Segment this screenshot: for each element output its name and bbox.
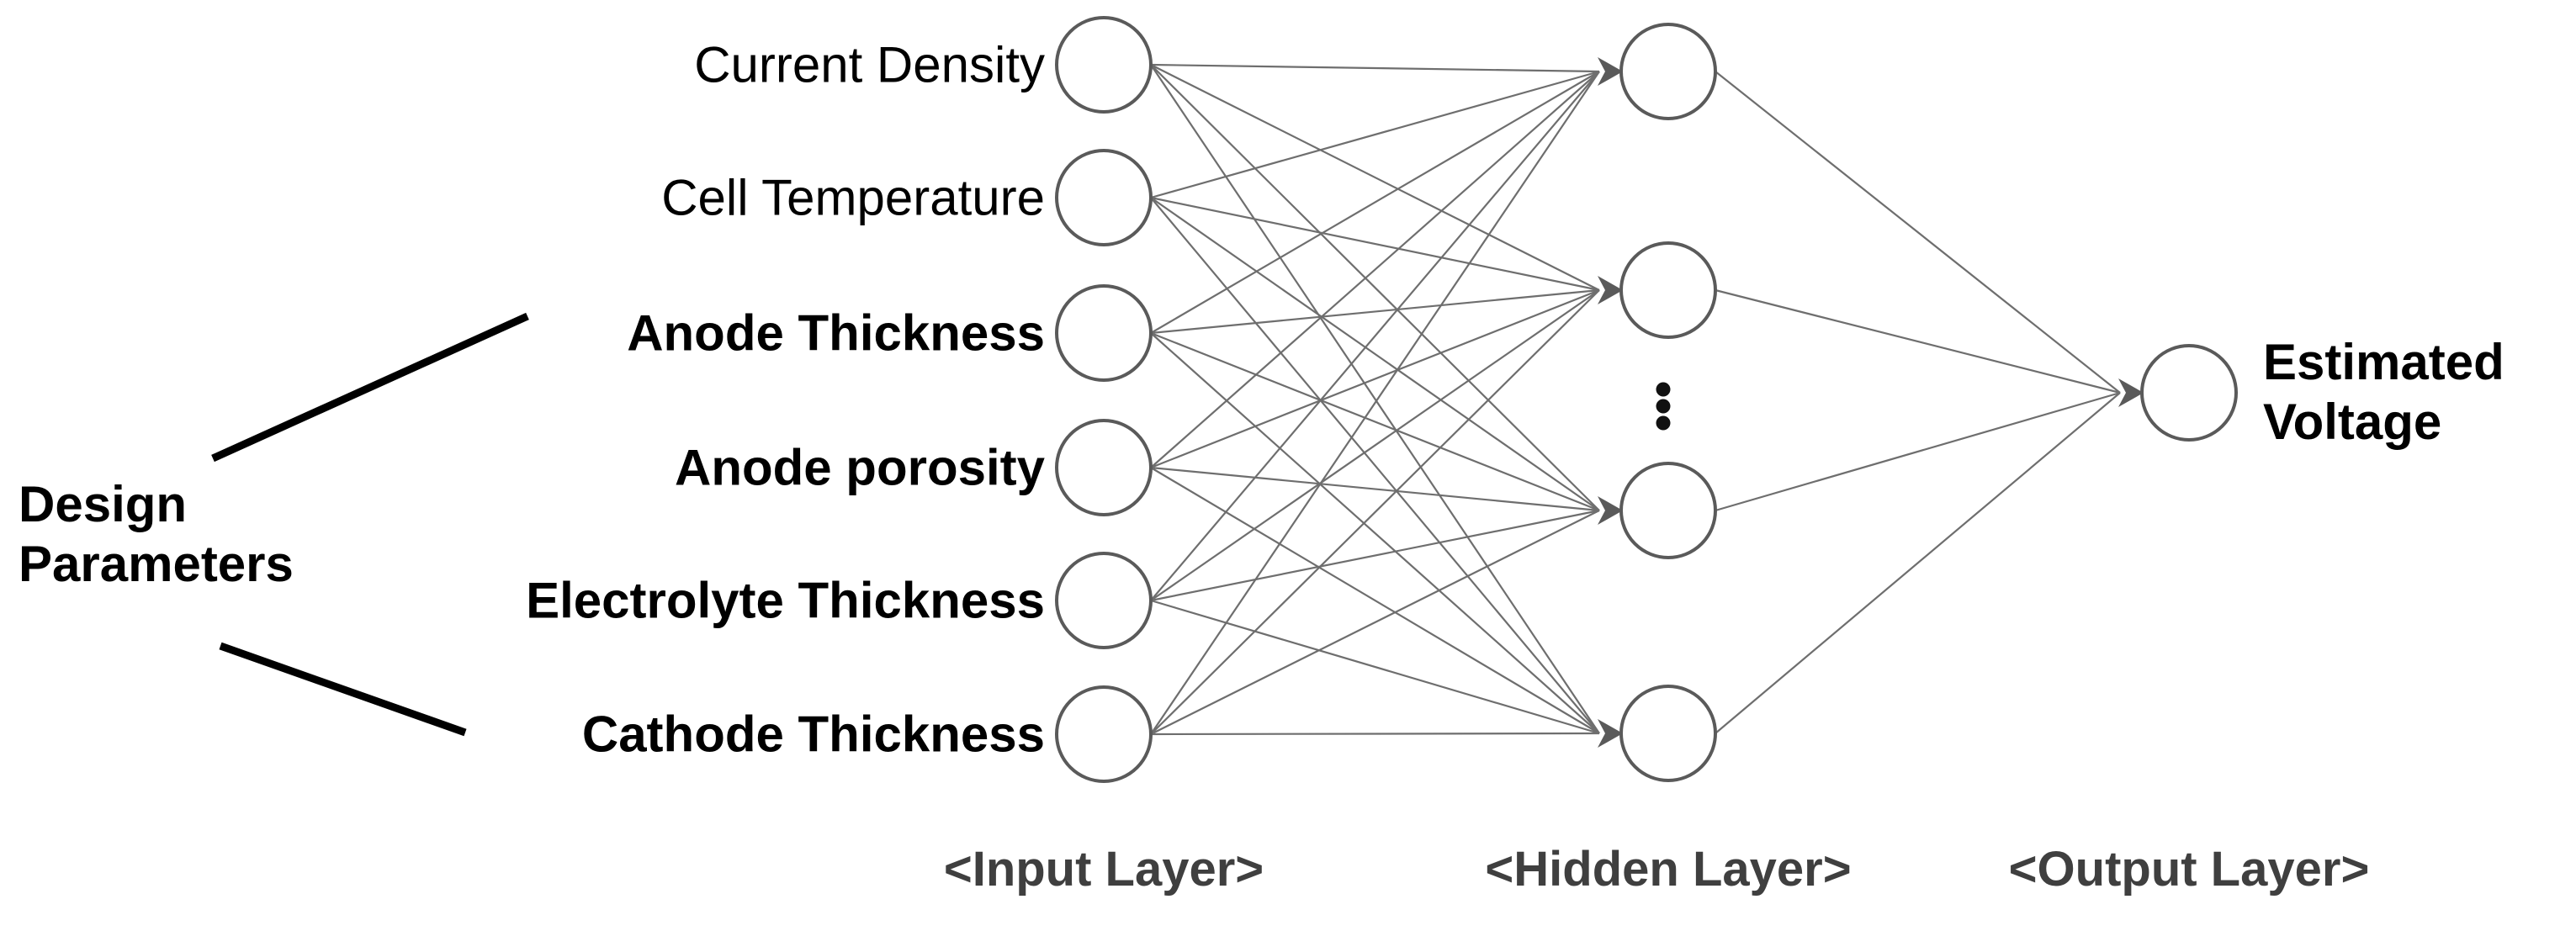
output-layer-nodes [2140, 344, 2238, 442]
design-parameters-leader-lines [211, 312, 529, 737]
input-layer-nodes [1055, 16, 1153, 783]
edge-input-5-hidden-0 [1150, 71, 1600, 735]
ellipsis-dot-1 [1656, 399, 1671, 414]
edge-arrowhead-icon [1598, 276, 1623, 304]
edge-input-3-hidden-1 [1150, 288, 1600, 469]
input-label-1: Cell Temperature [661, 169, 1045, 226]
leader-line-lower [219, 642, 467, 737]
edge-input-0-hidden-0 [1150, 63, 1600, 73]
edge-input-2-hidden-2 [1150, 331, 1600, 512]
edges-hidden-to-output [1715, 71, 2121, 734]
edge-input-4-hidden-2 [1150, 509, 1600, 602]
edge-input-1-hidden-2 [1150, 197, 1600, 511]
edge-input-0-hidden-3 [1150, 64, 1600, 734]
hidden-node-0 [1619, 23, 1717, 120]
design-parameters-line1: Design [19, 476, 188, 532]
edge-input-2-hidden-1 [1150, 288, 1600, 335]
output-node-0 [2140, 344, 2238, 442]
edge-arrowhead-icon [1598, 57, 1623, 86]
estimated-voltage-line1: Estimated [2263, 334, 2504, 391]
edge-input-2-hidden-0 [1150, 71, 1600, 334]
edge-hidden-3-output-0 [1715, 392, 2121, 734]
edge-input-3-hidden-3 [1150, 467, 1600, 734]
input-node-4 [1055, 552, 1153, 649]
estimated-voltage-line2: Voltage [2263, 394, 2442, 450]
caption-hidden-layer: <Hidden Layer> [1485, 842, 1852, 897]
input-label-5: Cathode Thickness [581, 706, 1045, 763]
input-label-3: Anode porosity [674, 439, 1045, 496]
estimated-voltage-label: Estimated Voltage [2263, 333, 2504, 452]
input-label-0: Current Density [694, 36, 1045, 93]
output-node-arrowheads [2118, 378, 2144, 407]
edge-arrowhead-icon [2118, 378, 2144, 407]
input-node-1 [1055, 149, 1153, 246]
edge-input-4-hidden-1 [1150, 289, 1600, 601]
edge-hidden-2-output-0 [1715, 391, 2121, 512]
ellipsis-dot-2 [1656, 415, 1671, 431]
hidden-node-2 [1619, 462, 1717, 559]
input-node-3 [1055, 419, 1153, 516]
hidden-layer-ellipsis-icon [1656, 382, 1671, 431]
edge-arrowhead-icon [1598, 719, 1623, 748]
hidden-layer-nodes [1619, 23, 1717, 782]
edge-input-4-hidden-0 [1150, 71, 1600, 601]
edge-input-2-hidden-3 [1150, 332, 1600, 734]
caption-input-layer: <Input Layer> [943, 842, 1264, 897]
edge-input-1-hidden-1 [1150, 196, 1600, 292]
edge-hidden-1-output-0 [1715, 288, 2121, 394]
input-node-2 [1055, 284, 1153, 382]
hidden-node-1 [1619, 241, 1717, 339]
design-parameters-label: Design Parameters [19, 475, 294, 595]
edges-input-to-hidden [1150, 63, 1600, 736]
edge-input-1-hidden-3 [1150, 197, 1600, 734]
edge-input-0-hidden-1 [1150, 64, 1600, 291]
input-node-0 [1055, 16, 1153, 114]
edge-input-1-hidden-0 [1150, 70, 1600, 199]
edge-hidden-0-output-0 [1715, 71, 2121, 394]
design-parameters-line2: Parameters [19, 535, 294, 592]
input-label-4: Electrolyte Thickness [526, 572, 1045, 629]
edge-arrowhead-icon [1598, 496, 1623, 525]
input-label-2: Anode Thickness [627, 304, 1045, 362]
edge-input-3-hidden-0 [1150, 71, 1600, 468]
ellipsis-dot-0 [1656, 382, 1671, 397]
edge-input-0-hidden-2 [1150, 64, 1600, 511]
edge-input-5-hidden-2 [1150, 510, 1600, 735]
leader-line-upper [211, 312, 529, 463]
hidden-node-3 [1619, 685, 1717, 782]
edge-input-3-hidden-2 [1150, 466, 1600, 512]
edge-input-5-hidden-3 [1150, 732, 1600, 736]
edge-input-5-hidden-1 [1150, 289, 1600, 735]
caption-output-layer: <Output Layer> [2008, 842, 2370, 897]
input-node-5 [1055, 685, 1153, 783]
hidden-node-arrowheads [1598, 57, 1623, 748]
